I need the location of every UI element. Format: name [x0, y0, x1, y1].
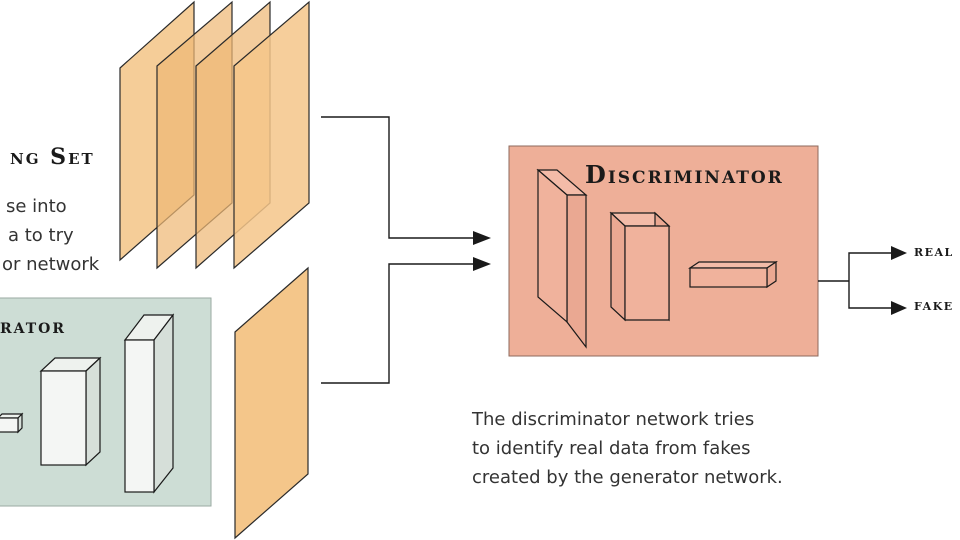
training-set-description-line: se into	[6, 196, 67, 217]
discriminator-block-tall	[536, 168, 588, 349]
generator-block-medium	[39, 356, 102, 467]
connectors	[321, 116, 476, 384]
fake-output-label: FAKE	[914, 300, 954, 313]
generator-block-tall	[123, 313, 175, 494]
generated-frame	[234, 266, 309, 540]
generator-panel	[0, 297, 212, 507]
real-branch	[848, 252, 893, 281]
fake-branch	[848, 281, 893, 309]
generator-blocks	[0, 313, 175, 494]
discriminator-description-line: to identify real data from fakes	[472, 438, 751, 459]
fake-input-arrowhead	[473, 257, 491, 271]
output-arrowheads	[891, 246, 907, 315]
generator-block-small	[0, 412, 24, 434]
training-set-title: ng Set	[10, 144, 95, 170]
discriminator-title: Discriminator	[585, 160, 784, 189]
output-branches	[818, 252, 893, 309]
input-arrowheads	[473, 231, 491, 271]
real-output-label: REAL	[914, 246, 954, 259]
training-set-frames	[119, 0, 310, 270]
training-set-description-line: a to try	[8, 225, 74, 246]
real-input-arrowhead	[473, 231, 491, 245]
fake-output-arrowhead	[891, 301, 907, 315]
fake-data-connector	[321, 263, 476, 384]
training-set-description-line: or network	[2, 254, 100, 275]
real-data-connector	[321, 116, 476, 239]
discriminator-block-flat	[688, 260, 778, 289]
real-output-arrowhead	[891, 246, 907, 260]
generator-title: rator	[0, 314, 66, 338]
training-frame-4	[233, 0, 310, 270]
discriminator-blocks	[536, 168, 778, 349]
discriminator-description-line: The discriminator network tries	[472, 409, 755, 430]
discriminator-description-line: created by the generator network.	[472, 467, 783, 488]
discriminator-block-medium	[609, 211, 671, 322]
